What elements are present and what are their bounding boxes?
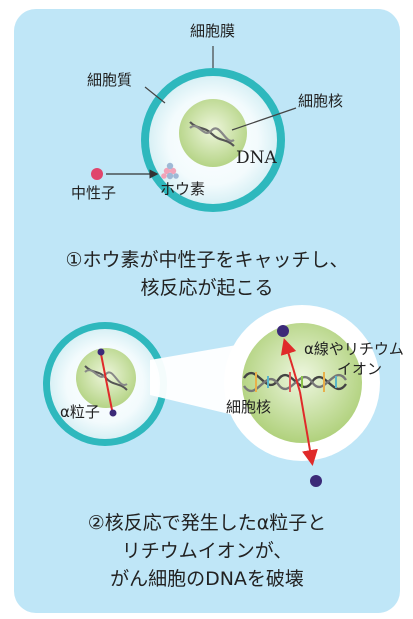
dna-helix-big-icon bbox=[243, 371, 347, 393]
label-cytoplasm: 細胞質 bbox=[87, 71, 133, 89]
small-particle-bottom bbox=[109, 409, 117, 417]
bottom-cell bbox=[43, 322, 167, 446]
dna-helix-icon bbox=[189, 121, 235, 147]
lithium-ion-icon bbox=[310, 475, 322, 487]
small-track-line bbox=[100, 353, 113, 411]
zoomed-nucleus bbox=[224, 305, 380, 487]
nucleus-top bbox=[179, 99, 247, 167]
label-nucleus-bottom: 細胞核 bbox=[226, 398, 272, 416]
label-alpha-particle: α粒子 bbox=[60, 403, 100, 421]
label-dna: DNA bbox=[236, 148, 277, 168]
caption-step2-line1: ②核反応で発生したα粒子と bbox=[87, 512, 327, 534]
label-neutron: 中性子 bbox=[71, 184, 117, 202]
label-cell-membrane: 細胞膜 bbox=[190, 22, 236, 40]
nucleus-leader bbox=[231, 107, 297, 131]
alpha-particle-icon bbox=[277, 325, 289, 337]
neutron-icon bbox=[91, 168, 103, 180]
caption-step1-line1: ①ホウ素が中性子をキャッチし、 bbox=[65, 249, 349, 271]
label-nucleus-top: 細胞核 bbox=[298, 92, 344, 110]
label-alpha-lithium-2: イオン bbox=[337, 360, 383, 378]
caption-step2-line2: リチウムイオンが、 bbox=[121, 540, 293, 562]
alpha-track-down bbox=[299, 391, 318, 466]
small-particle-top bbox=[97, 348, 105, 356]
alpha-track-up bbox=[280, 338, 297, 369]
cytoplasm-leader bbox=[144, 86, 166, 104]
top-cell bbox=[91, 46, 297, 212]
boron-icon bbox=[161, 162, 179, 180]
caption-step2-line3: がん細胞のDNAを破壊 bbox=[110, 568, 304, 590]
label-boron: ホウ素 bbox=[160, 180, 206, 198]
label-alpha-lithium-1: α線やリチウム bbox=[304, 340, 404, 358]
caption-step1-line2: 核反応が起こる bbox=[140, 277, 274, 299]
